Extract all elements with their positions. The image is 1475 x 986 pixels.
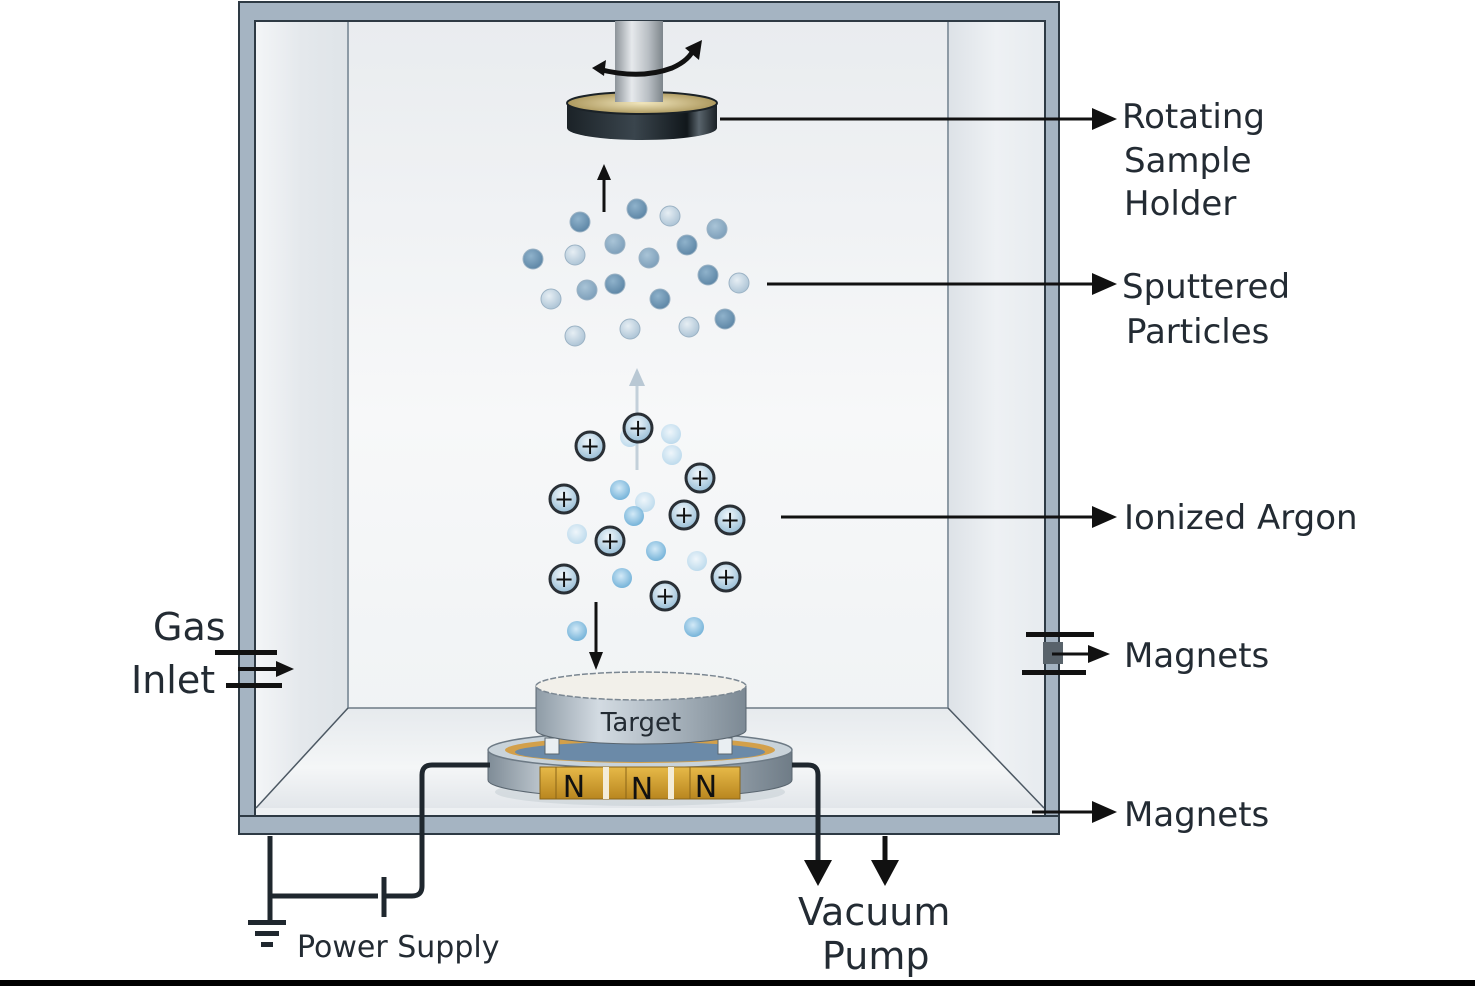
sputtered-particle [604,233,626,255]
argon-ion-body [548,483,580,515]
gas-inlet-icon [215,650,294,688]
sputtered-particle [638,247,660,269]
sputtered-particle [626,198,648,220]
power-wiring [267,762,821,922]
sputtered-particle [569,211,591,233]
argon-atom [687,551,707,571]
ion-charge-symbol: + [720,506,740,534]
ion-charge-symbol: + [600,527,620,555]
label-sputtered-particles: Sputtered Particles [1122,267,1301,352]
labels: Rotating Sample Holder Sputtered Particl… [131,97,1358,978]
leader-arrowheads [1092,108,1117,823]
target-top [535,671,747,701]
deposition-arrow-icon [597,164,611,212]
argon-ion-body [710,561,742,593]
ion-charge-symbol: + [580,432,600,460]
argon-ion: + [548,483,580,515]
sputtered-particle [619,318,641,340]
argon-atom [684,617,704,637]
holder-shaft [615,21,663,101]
sputtered-particle [714,308,736,330]
label-gas-inlet: Gas Inlet [131,605,238,702]
ion-charge-symbol: + [554,485,574,513]
label-magnets-bottom: Magnets [1124,795,1269,835]
argon-ion-body [649,580,681,612]
label-rotating-sample-holder: Rotating Sample Holder [1122,97,1276,224]
target-side [535,685,747,745]
argon-ion: + [574,430,606,462]
argon-ion: + [668,499,700,531]
argon-atom [624,506,644,526]
argon-atom [567,524,587,544]
argon-ion: + [649,580,681,612]
argon-ion-body [622,412,654,444]
magnet-pole-1: N [563,770,585,805]
argon-ion: + [684,462,716,494]
sputtered-particle [706,218,728,240]
ground-icon [248,920,286,947]
magnet-pole-2: N [631,772,653,807]
argon-ion: + [594,525,626,557]
argon-ion-body [714,504,746,536]
sputtered-particle [649,288,671,310]
vacuum-chamber [238,1,1060,835]
argon-ion: + [710,561,742,593]
argon-ion-body [574,430,606,462]
chamber-base-plate [238,815,1060,835]
target-label: Target [600,708,681,738]
sputtered-particle [678,316,700,338]
magnet-blocks: N N N [539,766,741,807]
argon-ion: + [548,563,580,595]
sputtered-particle [564,244,586,266]
label-magnets-side: Magnets [1124,636,1269,676]
sputtered-particle [676,234,698,256]
ion-charge-symbol: + [690,464,710,492]
chamber-left-wall [256,22,348,810]
sputtered-particle [540,288,562,310]
bottom-border [0,980,1475,986]
argon-atom [612,568,632,588]
sputtered-particle [728,272,750,294]
ion-charge-symbol: + [716,563,736,591]
argon-atom [661,424,681,444]
argon-atom [662,445,682,465]
label-vacuum-pump: Vacuum Pump [798,890,963,978]
vacuum-pump-arrows [804,836,899,886]
sputtered-particles [522,198,750,347]
magnetron-assembly: Target N N N [487,671,793,807]
side-magnet-icon [1022,632,1110,675]
argon-atoms [567,424,707,641]
argon-ion-body [668,499,700,531]
argon-ion-body [684,462,716,494]
label-power-supply: Power Supply [297,930,499,965]
argon-ion: + [622,412,654,444]
ion-charge-symbol: + [674,501,694,529]
argon-atom [610,480,630,500]
ion-charge-symbol: + [628,414,648,442]
bombardment-arrow-icon [589,602,603,670]
argon-ion: + [714,504,746,536]
sputtered-particle [576,279,598,301]
sputtered-particle [564,325,586,347]
argon-atom [567,621,587,641]
magnet-pole-3: N [695,770,717,805]
argon-atom [646,541,666,561]
sputtered-particle [697,264,719,286]
sputtered-particle [659,205,681,227]
argon-atom [635,492,655,512]
argon-ion-body [548,563,580,595]
rotation-arrow-icon [592,40,702,77]
sputtered-particle [522,248,544,270]
rotating-sample-holder [566,21,718,140]
ion-charge-symbol: + [554,565,574,593]
argon-ion-body [594,525,626,557]
ion-charge-symbol: + [655,582,675,610]
chamber-right-wall [948,22,1044,810]
ionized-argon: ++++++++++ [548,412,746,612]
sputtered-particle [604,273,626,295]
leader-arrows [720,117,1095,814]
label-ionized-argon: Ionized Argon [1124,498,1358,538]
